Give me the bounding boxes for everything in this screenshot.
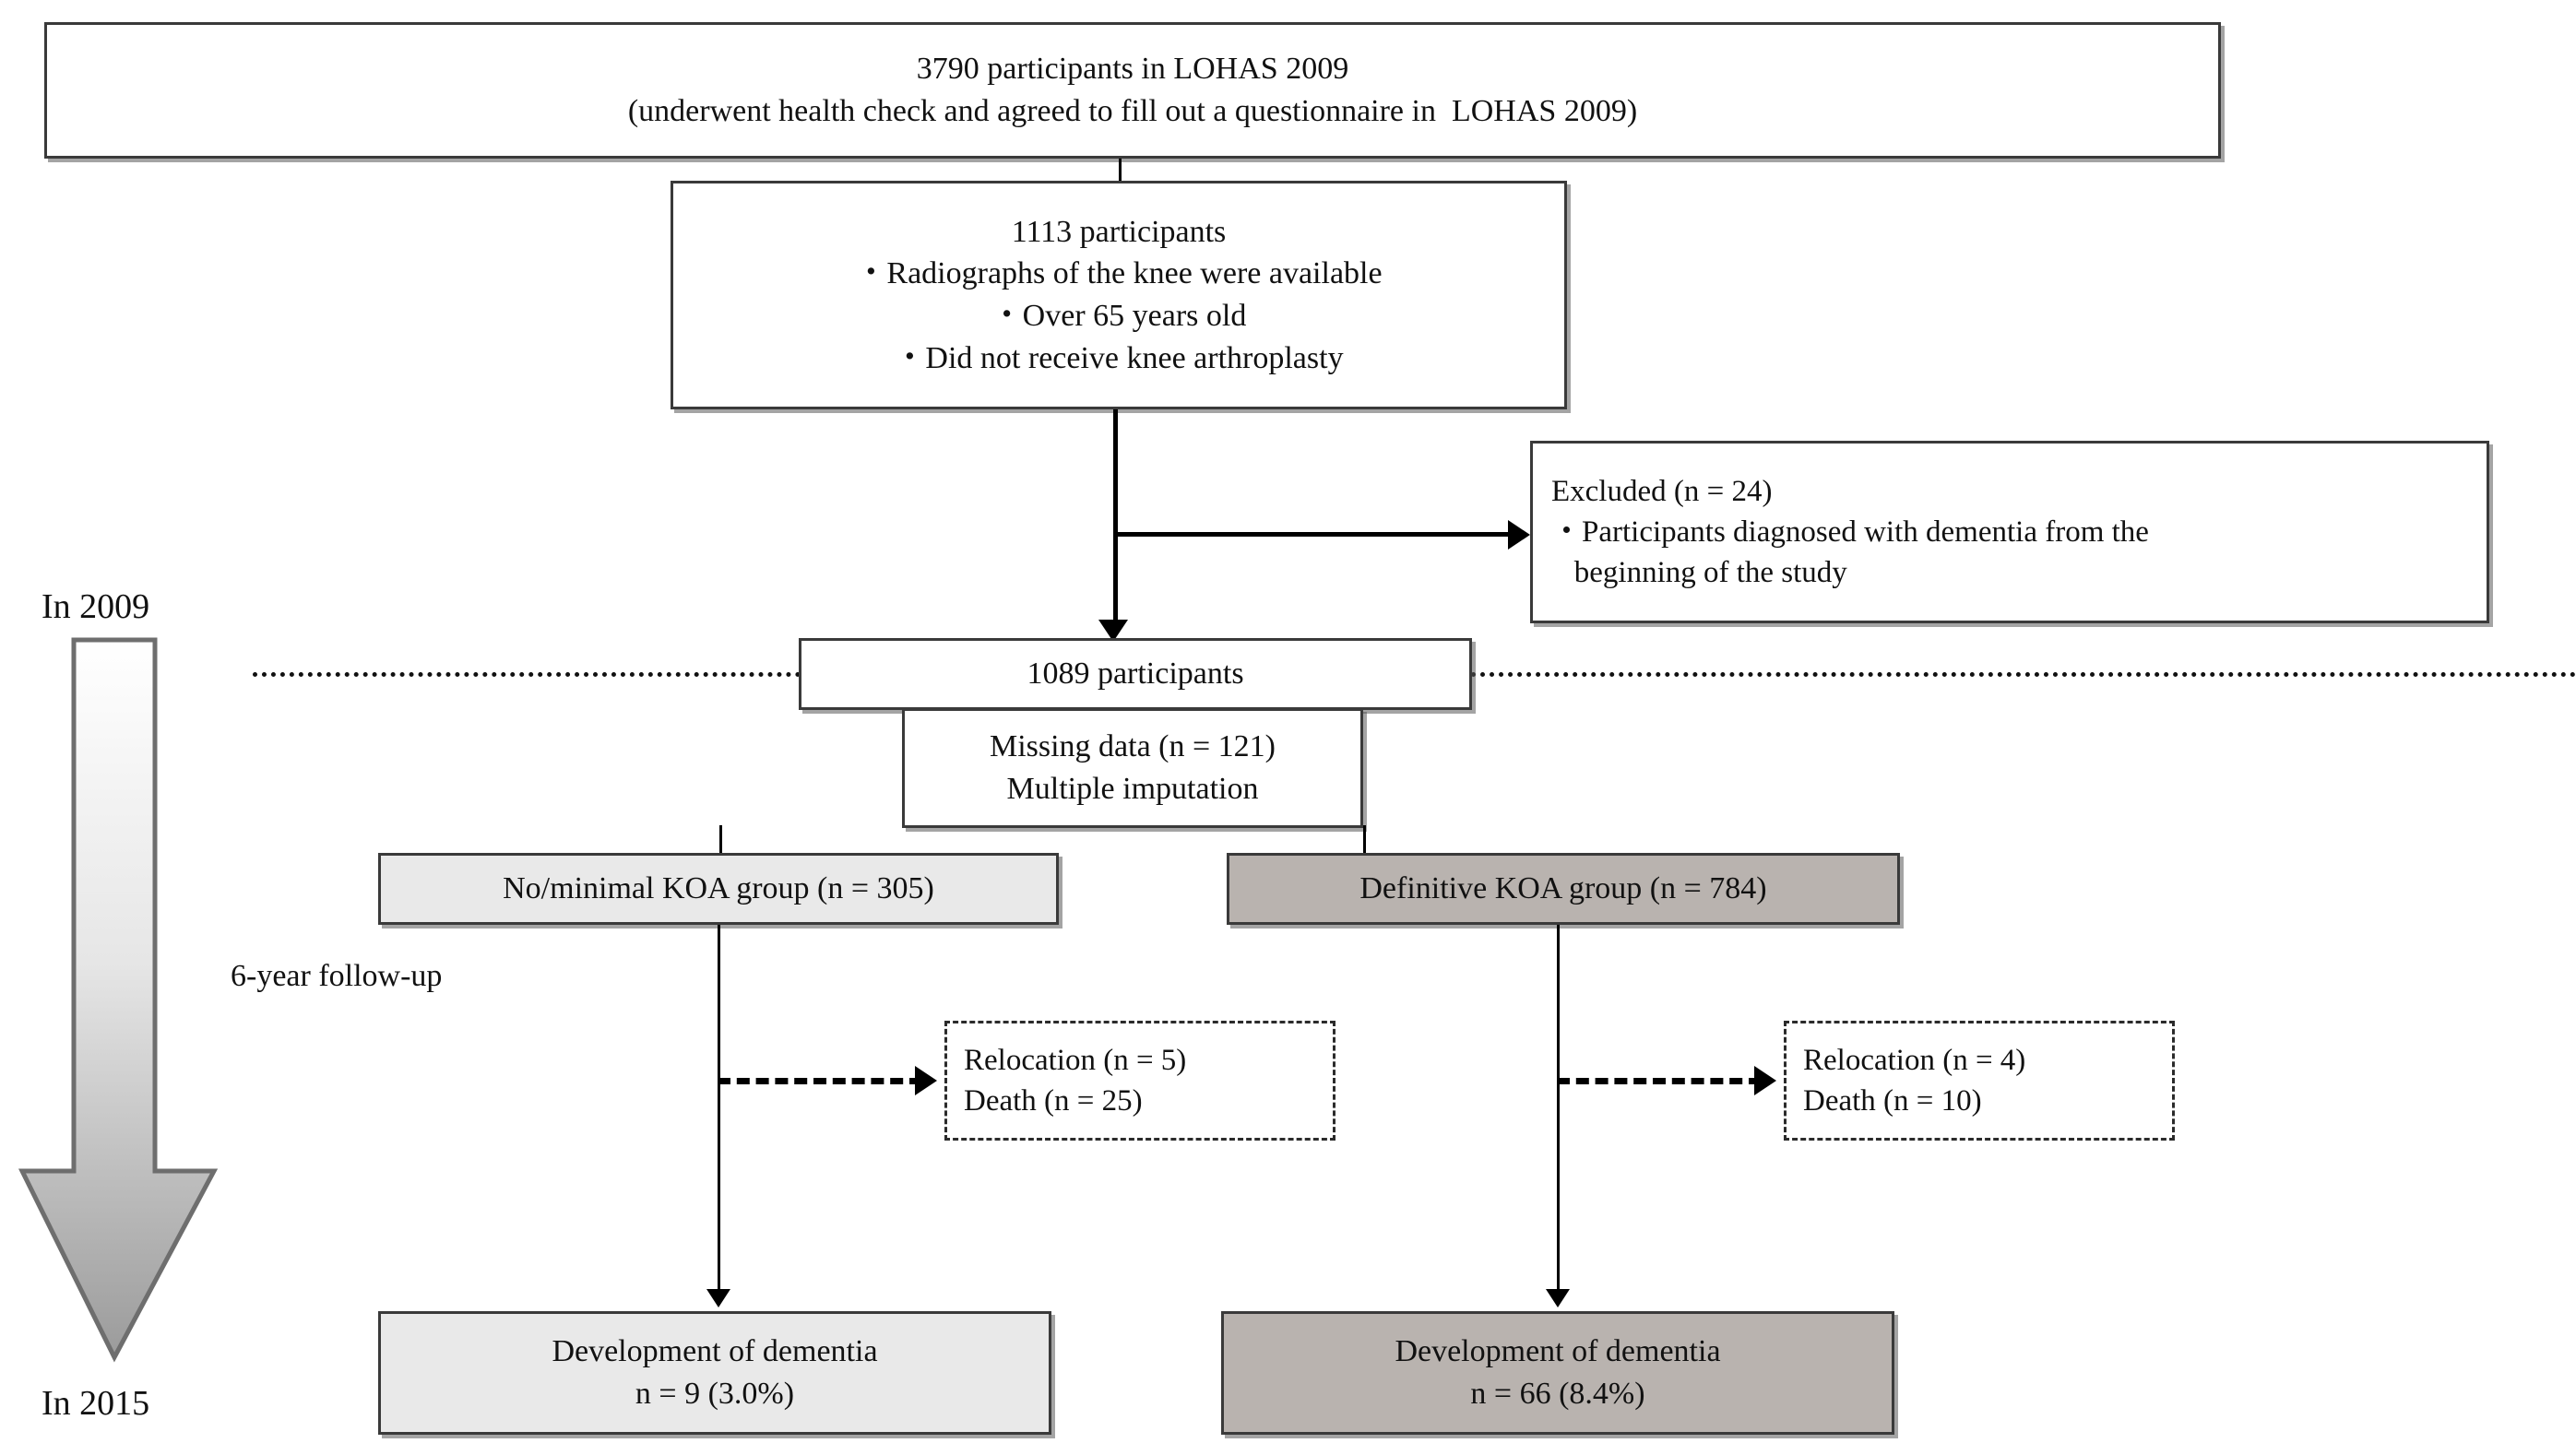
outcome-left-line-1: Development of dementia bbox=[552, 1334, 878, 1369]
losses-right-line-2: Death (n = 10) bbox=[1803, 1084, 1982, 1118]
node-group-no-minimal: No/minimal KOA group (n = 305) bbox=[378, 853, 1059, 925]
node-group-definitive: Definitive KOA group (n = 784) bbox=[1227, 853, 1900, 925]
node-losses-right: Relocation (n = 4) Death (n = 10) bbox=[1784, 1021, 2175, 1141]
timeline-arrow bbox=[18, 636, 286, 1365]
connector-split-right-down bbox=[1363, 825, 1366, 853]
connector-left-followup bbox=[718, 925, 720, 1294]
connector-eligible-trunk bbox=[1113, 409, 1118, 623]
eligible-line-1: 1113 participants bbox=[1011, 214, 1227, 249]
connector-source-to-eligible bbox=[1119, 159, 1122, 181]
connector-right-losses bbox=[1557, 1078, 1762, 1084]
node-excluded: Excluded (n = 24) ・Participants diagnose… bbox=[1530, 441, 2489, 623]
missing-data-line-1: Missing data (n = 121) bbox=[989, 729, 1276, 764]
group-definitive-label: Definitive KOA group (n = 784) bbox=[1359, 871, 1767, 906]
followup-duration-label: 6-year follow-up bbox=[231, 959, 443, 993]
source-cohort-line-1: 3790 participants in LOHAS 2009 bbox=[916, 52, 1349, 87]
losses-left-line-1: Relocation (n = 5) bbox=[964, 1043, 1187, 1077]
connector-to-excluded bbox=[1113, 532, 1512, 537]
arrow-right-to-losses bbox=[1754, 1066, 1776, 1095]
node-eligible: 1113 participants ・Radiographs of the kn… bbox=[671, 181, 1567, 409]
excluded-line-3: beginning of the study bbox=[1551, 556, 1847, 590]
node-outcome-left: Development of dementia n = 9 (3.0%) bbox=[378, 1311, 1051, 1435]
group-no-minimal-label: No/minimal KOA group (n = 305) bbox=[503, 871, 934, 906]
arrow-left-to-outcome bbox=[706, 1289, 730, 1307]
connector-left-losses bbox=[718, 1078, 922, 1084]
eligible-line-2: ・Radiographs of the knee were available bbox=[855, 256, 1383, 291]
arrow-right-to-outcome bbox=[1546, 1289, 1570, 1307]
node-missing-data: Missing data (n = 121) Multiple imputati… bbox=[902, 708, 1363, 828]
node-source-cohort: 3790 participants in LOHAS 2009 (underwe… bbox=[44, 22, 2221, 159]
outcome-left-line-2: n = 9 (3.0%) bbox=[635, 1377, 795, 1411]
eligible-line-4: ・Did not receive knee arthroplasty bbox=[894, 340, 1344, 375]
node-analyzed: 1089 participants bbox=[799, 638, 1472, 710]
era-divider-left bbox=[253, 672, 801, 677]
excluded-line-2: ・Participants diagnosed with dementia fr… bbox=[1551, 515, 2149, 549]
connector-split-left-down bbox=[719, 825, 722, 853]
source-cohort-line-2: (underwent health check and agreed to fi… bbox=[627, 94, 1638, 128]
missing-data-line-2: Multiple imputation bbox=[1006, 772, 1259, 806]
node-outcome-right: Development of dementia n = 66 (8.4%) bbox=[1221, 1311, 1894, 1435]
timeline-start-label: In 2009 bbox=[42, 587, 150, 626]
outcome-right-line-1: Development of dementia bbox=[1395, 1334, 1721, 1369]
losses-left-line-2: Death (n = 25) bbox=[964, 1084, 1143, 1118]
arrow-to-excluded bbox=[1508, 520, 1530, 550]
eligible-line-3: ・Over 65 years old bbox=[991, 299, 1247, 333]
losses-right-line-1: Relocation (n = 4) bbox=[1803, 1043, 2026, 1077]
node-losses-left: Relocation (n = 5) Death (n = 25) bbox=[944, 1021, 1335, 1141]
analyzed-line-1: 1089 participants bbox=[1027, 657, 1244, 692]
outcome-right-line-2: n = 66 (8.4%) bbox=[1470, 1377, 1645, 1411]
arrow-left-to-losses bbox=[915, 1066, 937, 1095]
era-divider-right bbox=[1471, 672, 2576, 677]
timeline-end-label: In 2015 bbox=[42, 1384, 150, 1423]
connector-right-followup bbox=[1557, 925, 1560, 1294]
excluded-line-1: Excluded (n = 24) bbox=[1551, 474, 1773, 508]
